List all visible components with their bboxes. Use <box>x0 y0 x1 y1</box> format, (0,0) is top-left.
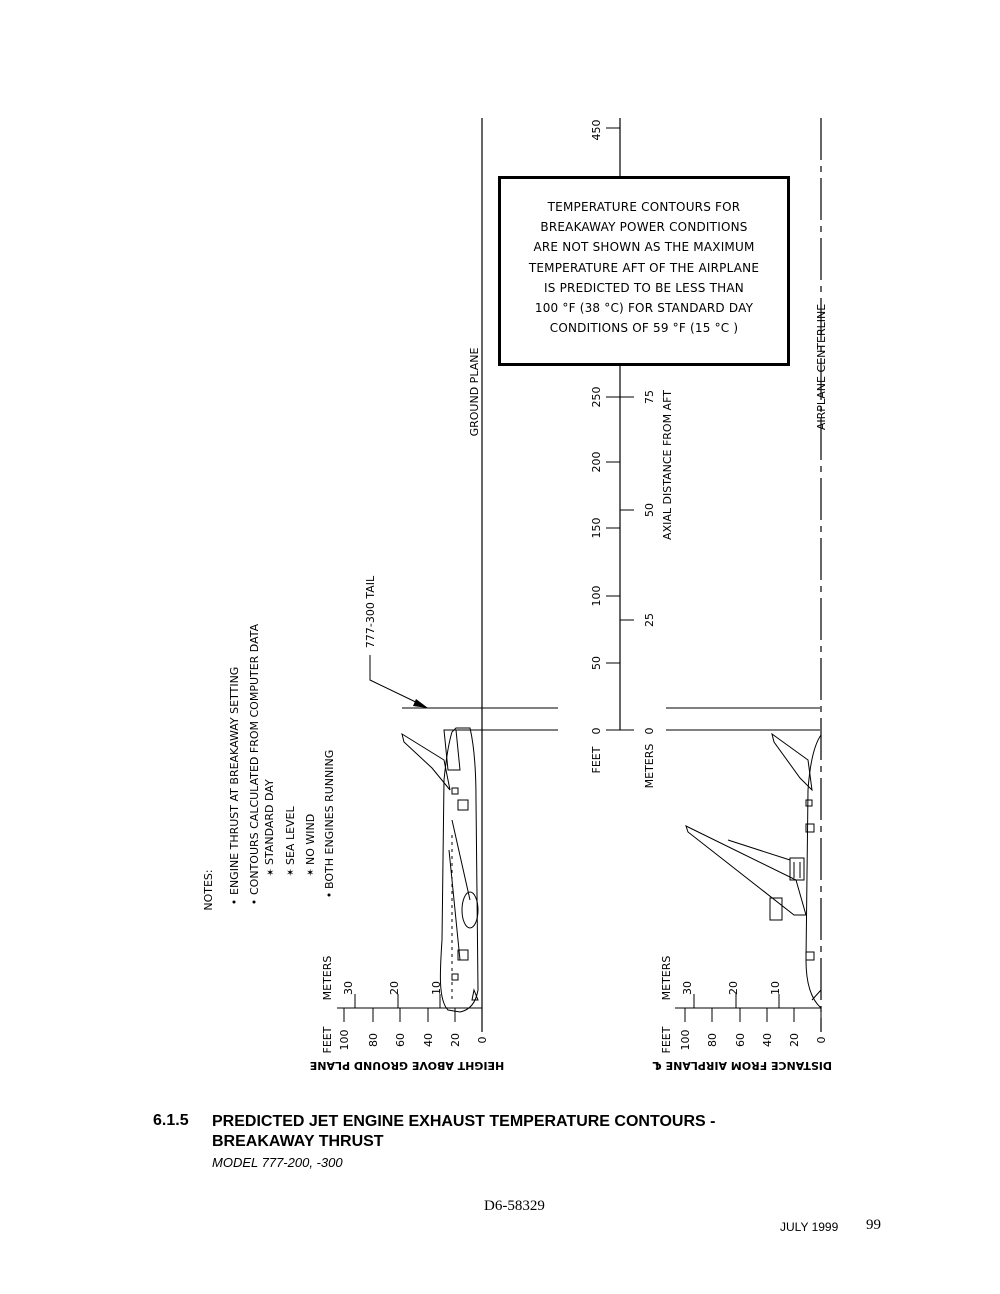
height-feet-0: 0 <box>476 1037 489 1044</box>
axial-meters-tick-50: 50 <box>643 503 656 517</box>
note-box-line-2: BREAKAWAY POWER CONDITIONS <box>540 220 748 235</box>
axial-feet-tick-150: 150 <box>590 518 603 539</box>
axial-feet-tick-0: 0 <box>590 728 603 735</box>
note-box-line-7: CONDITIONS OF 59 °F (15 °C ) <box>549 321 739 336</box>
height-meters-10: 10 <box>430 981 443 995</box>
height-meters-20: 20 <box>388 981 401 995</box>
note-box-line-5: IS PREDICTED TO BE LESS THAN <box>544 280 744 295</box>
axial-feet-tick-200: 200 <box>590 452 603 473</box>
height-meters-label: METERS <box>321 956 334 1001</box>
note-box-line-4: TEMPERATURE AFT OF THE AIRPLANE <box>528 260 760 275</box>
note-item-1: ENGINE THRUST AT BREAKAWAY SETTING <box>228 667 241 895</box>
height-axis-label: HEIGHT ABOVE GROUND PLANE <box>310 1059 504 1072</box>
height-feet-40: 40 <box>422 1033 435 1047</box>
distance-scale-ticks <box>684 994 822 1022</box>
tail-callout-leader <box>369 655 425 707</box>
caption-model: MODEL 777-200, -300 <box>212 1155 343 1170</box>
height-feet-20: 20 <box>449 1033 462 1047</box>
axial-meters-tick-0: 0 <box>643 728 656 735</box>
airplane-top-view <box>685 732 822 1009</box>
height-feet-100: 100 <box>338 1030 351 1051</box>
svg-text:✶: ✶ <box>306 868 314 879</box>
axial-feet-label: FEET <box>590 746 603 773</box>
distance-axis-label: DISTANCE FROM AIRPLANE ℄ <box>652 1059 832 1072</box>
distance-meters-label: METERS <box>660 956 673 1001</box>
distance-feet-0: 0 <box>815 1037 828 1044</box>
axial-feet-tick-50: 50 <box>590 656 603 670</box>
distance-meters-10: 10 <box>769 981 782 995</box>
airplane-side-view <box>401 727 479 1013</box>
axial-meters-tick-75: 75 <box>643 390 656 404</box>
distance-feet-80: 80 <box>706 1033 719 1047</box>
height-scale-ticks <box>343 994 483 1022</box>
note-box-line-6: 100 °F (38 °C) FOR STANDARD DAY <box>534 301 754 316</box>
distance-feet-40: 40 <box>761 1033 774 1047</box>
distance-feet-20: 20 <box>788 1033 801 1047</box>
note-item-6: BOTH ENGINES RUNNING <box>323 750 336 889</box>
distance-meters-30: 30 <box>681 981 694 995</box>
note-item-4: SEA LEVEL <box>284 805 297 865</box>
height-meters-30: 30 <box>342 981 355 995</box>
axial-feet-tick-250: 250 <box>590 387 603 408</box>
height-feet-label: FEET <box>321 1026 334 1053</box>
axial-distance-label: AXIAL DISTANCE FROM AFT <box>661 390 674 540</box>
svg-text:✶: ✶ <box>286 868 294 879</box>
axial-feet-tick-450: 450 <box>590 120 603 141</box>
distance-feet-100: 100 <box>679 1030 692 1051</box>
svg-text:✶: ✶ <box>266 868 274 879</box>
height-feet-80: 80 <box>367 1033 380 1047</box>
notes-title: NOTES: <box>202 869 215 910</box>
page-number: 99 <box>866 1217 881 1233</box>
document-date: JULY 1999 <box>780 1220 839 1234</box>
caption-number: 6.1.5 <box>153 1112 189 1129</box>
note-item-5: NO WIND <box>304 814 317 865</box>
note-asterisks: ✶ ✶ ✶ <box>266 868 314 879</box>
temperature-note-box: TEMPERATURE CONTOURS FOR BREAKAWAY POWER… <box>498 176 790 366</box>
airplane-centerline-label: AIRPLANE CENTERLINE <box>815 304 828 430</box>
note-box-line-3: ARE NOT SHOWN AS THE MAXIMUM <box>533 240 755 255</box>
axial-meters-tick-25: 25 <box>643 613 656 627</box>
axial-meters-label: METERS <box>643 744 656 789</box>
note-box-line-1: TEMPERATURE CONTOURS FOR <box>547 200 741 214</box>
distance-meters-20: 20 <box>727 981 740 995</box>
distance-feet-label: FEET <box>660 1026 673 1053</box>
caption-title-line-2: BREAKAWAY THRUST <box>212 1133 384 1150</box>
ground-plane-label: GROUND PLANE <box>468 348 481 437</box>
note-bullets <box>232 893 331 904</box>
height-feet-60: 60 <box>394 1033 407 1047</box>
exhaust-diagram: 450 250 200 150 100 50 0 FEET 75 50 25 0… <box>202 118 832 1072</box>
caption-title-line-1: PREDICTED JET ENGINE EXHAUST TEMPERATURE… <box>212 1113 716 1130</box>
axial-feet-ticks <box>606 127 634 731</box>
document-number: D6-58329 <box>484 1198 545 1214</box>
tail-callout-arrowhead <box>413 699 428 708</box>
note-item-2: CONTOURS CALCULATED FROM COMPUTER DATA <box>248 623 261 895</box>
axial-feet-tick-100: 100 <box>590 586 603 607</box>
distance-feet-60: 60 <box>734 1033 747 1047</box>
tail-callout-label: 777-300 TAIL <box>364 575 377 648</box>
note-item-3: STANDARD DAY <box>263 779 276 865</box>
